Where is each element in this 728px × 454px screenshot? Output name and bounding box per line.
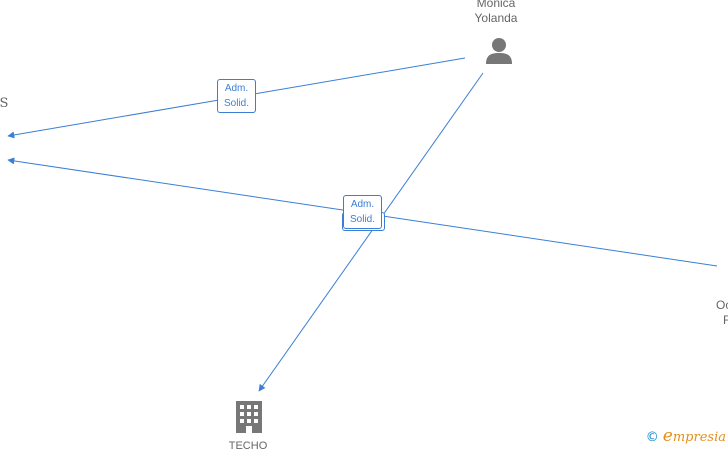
brand-rest: mpresia <box>672 430 726 445</box>
empresia-logo[interactable]: ©empresia <box>646 426 726 446</box>
person-top-name-1: Monica <box>476 0 516 10</box>
person-top-name-2: Yolanda <box>474 11 518 25</box>
right-node-name-1: Oc <box>716 298 728 312</box>
person-top-label[interactable]: Monica Yolanda <box>466 0 526 26</box>
right-node-name-2: F <box>723 313 728 327</box>
edge-label-role-3: Adm. <box>350 199 375 210</box>
person-icon[interactable] <box>486 38 512 64</box>
brand-e: e <box>662 426 673 446</box>
edge-label-role-2: Solid. <box>224 98 250 109</box>
edge-label-top-to-left[interactable]: Adm. Solid. <box>217 79 257 113</box>
edge-top-to-bottom <box>258 72 484 392</box>
building-icon[interactable] <box>236 401 262 433</box>
left-node-label[interactable]: ES <box>0 96 9 111</box>
company-bottom-label[interactable]: TECHO <box>228 440 268 452</box>
copyright-icon: © <box>645 430 659 445</box>
edge-label-top-to-bottom[interactable]: Adm. Solid. <box>343 195 383 229</box>
edge-label-role-1: Adm. <box>224 83 249 94</box>
right-node-label[interactable]: Oc F <box>716 298 728 328</box>
edge-label-role-4: Solid. <box>350 214 376 225</box>
